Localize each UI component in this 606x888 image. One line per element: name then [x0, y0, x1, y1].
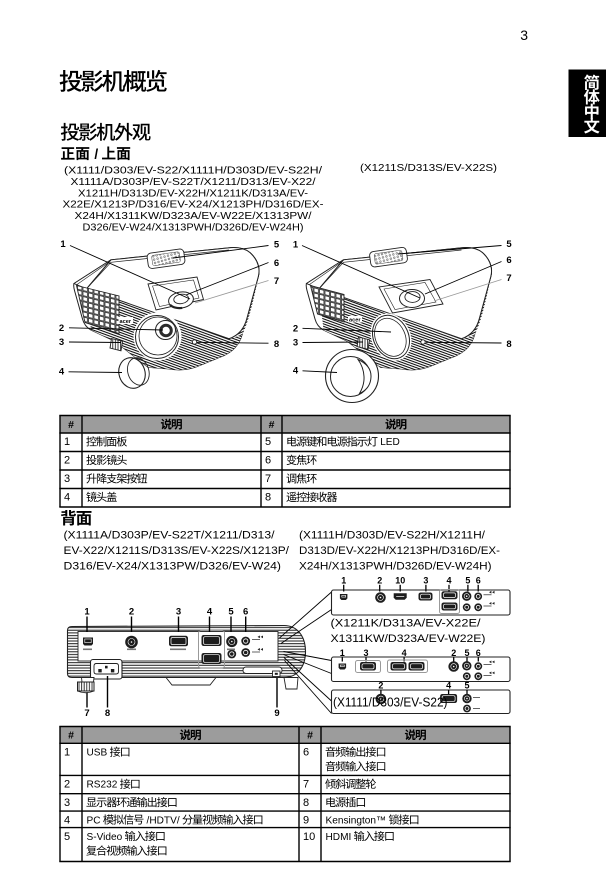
svg-text:4: 4 [64, 814, 70, 826]
svg-text:5: 5 [506, 239, 512, 250]
svg-text:8: 8 [506, 339, 511, 350]
svg-text:8: 8 [265, 492, 271, 504]
svg-text:4: 4 [402, 648, 407, 658]
svg-text:EV-X22/X1211S/D313S/EV-X22S/X1: EV-X22/X1211S/D313S/EV-X22S/X1213P/ [64, 545, 291, 557]
svg-text:1: 1 [64, 436, 70, 448]
svg-text:1: 1 [341, 576, 346, 586]
svg-text:10: 10 [303, 831, 315, 843]
svg-text:4: 4 [64, 492, 70, 504]
svg-text:1: 1 [84, 607, 90, 618]
svg-text:3: 3 [59, 337, 64, 348]
svg-text:RS232: RS232 [87, 780, 121, 791]
svg-text:3: 3 [176, 607, 181, 618]
svg-text:1: 1 [60, 239, 66, 250]
svg-text:(X1111H/D303D/EV-S22H/X1211H/: (X1111H/D303D/EV-S22H/X1211H/ [299, 530, 486, 542]
svg-text:X22E/X1213P/D316/EV-X24/X1213P: X22E/X1213P/D316/EV-X24/X1213PH/D316D/EX… [63, 200, 324, 211]
svg-text:3: 3 [64, 473, 70, 485]
svg-text:6: 6 [274, 258, 279, 269]
svg-text:USB: USB [87, 748, 111, 759]
svg-text:2: 2 [64, 455, 70, 467]
svg-text:6: 6 [265, 455, 271, 467]
svg-text:6: 6 [476, 576, 481, 586]
svg-text:(X1111/D303/EV-S22): (X1111/D303/EV-S22) [333, 696, 448, 710]
svg-text:1: 1 [293, 240, 299, 251]
svg-text:4: 4 [59, 367, 65, 378]
svg-text:2: 2 [451, 648, 456, 658]
svg-text:6: 6 [303, 747, 309, 759]
svg-text:#: # [269, 419, 275, 431]
svg-text:2: 2 [378, 681, 383, 691]
svg-text:2: 2 [377, 576, 382, 586]
svg-text:4: 4 [446, 681, 451, 691]
svg-text:5: 5 [274, 240, 280, 251]
svg-text:/HDTV/: /HDTV/ [144, 815, 183, 826]
svg-text:8: 8 [274, 339, 279, 350]
svg-text:(X1211S/D313S/EV-X22S): (X1211S/D313S/EV-X22S) [360, 163, 497, 174]
svg-text:D326/EV-W24/X1313PWH/D326D/EV-: D326/EV-W24/X1313PWH/D326D/EV-W24H) [83, 223, 304, 234]
svg-text:X1211H/D313D/EV-X22H/X1211K/D3: X1211H/D313D/EV-X22H/X1211K/D313A/EV- [78, 188, 308, 199]
svg-text:X1311KW/D323A/EV-W22E): X1311KW/D323A/EV-W22E) [331, 633, 486, 645]
svg-text:PC: PC [87, 815, 104, 826]
svg-text:acer: acer [120, 319, 132, 325]
svg-text:S-Video: S-Video [87, 832, 126, 843]
svg-text:acer: acer [349, 318, 361, 324]
svg-text:1: 1 [64, 747, 70, 759]
svg-text:3: 3 [293, 338, 298, 349]
svg-text:2: 2 [129, 607, 134, 618]
svg-text:#: # [307, 730, 313, 742]
svg-text:7: 7 [274, 276, 279, 287]
svg-text:3: 3 [520, 27, 528, 43]
svg-text:1: 1 [340, 648, 345, 658]
svg-text:5: 5 [228, 607, 234, 618]
svg-text:7: 7 [265, 473, 271, 485]
svg-text:4: 4 [293, 366, 299, 377]
svg-text:Kensington™: Kensington™ [326, 815, 389, 826]
svg-text:6: 6 [243, 607, 248, 618]
svg-text:(X1211K/D313A/EV-X22E/: (X1211K/D313A/EV-X22E/ [331, 618, 482, 630]
svg-text:8: 8 [105, 708, 110, 719]
svg-text:(X1111A/D303P/EV-S22T/X1211/D3: (X1111A/D303P/EV-S22T/X1211/D313/ [64, 530, 276, 542]
svg-text:(X1111/D303/EV-S22/X1111H/D303: (X1111/D303/EV-S22/X1111H/D303D/EV-S22H/ [64, 166, 322, 177]
svg-text:10: 10 [395, 576, 405, 586]
svg-text:X24H/X1313PWH/D326D/EV-W24H): X24H/X1313PWH/D326D/EV-W24H) [299, 561, 492, 573]
svg-text:LED: LED [377, 437, 399, 448]
svg-text:3: 3 [363, 648, 368, 658]
svg-text:3: 3 [423, 576, 428, 586]
svg-text:9: 9 [303, 814, 309, 826]
svg-text:3: 3 [64, 797, 70, 809]
svg-text:#: # [68, 419, 74, 431]
svg-text:5: 5 [464, 648, 469, 658]
svg-text:7: 7 [303, 779, 309, 791]
svg-text:5: 5 [464, 681, 469, 691]
svg-text:D316/EV-X24/X1313PW/D326/EV-W2: D316/EV-X24/X1313PW/D326/EV-W24) [64, 561, 282, 573]
svg-text:6: 6 [476, 648, 481, 658]
svg-text:HDMI: HDMI [326, 832, 355, 843]
svg-text:4: 4 [446, 576, 451, 586]
svg-text:/: / [91, 146, 102, 161]
svg-text:#: # [68, 730, 74, 742]
svg-text:X1111A/D303P/EV-S22T/X1211/D31: X1111A/D303P/EV-S22T/X1211/D313/EV-X22/ [71, 177, 316, 188]
svg-text:7: 7 [506, 273, 511, 284]
svg-text:4: 4 [207, 607, 213, 618]
svg-text:2: 2 [59, 323, 64, 334]
svg-text:5: 5 [64, 831, 70, 843]
svg-text:X24H/X1311KW/D323A/EV-W22E/X13: X24H/X1311KW/D323A/EV-W22E/X1313PW/ [75, 211, 312, 222]
svg-text:D313D/EV-X22H/X1213PH/D316D/EX: D313D/EV-X22H/X1213PH/D316D/EX- [299, 545, 500, 557]
svg-text:2: 2 [293, 324, 298, 335]
svg-text:2: 2 [64, 779, 70, 791]
svg-text:6: 6 [506, 255, 511, 266]
svg-text:5: 5 [465, 576, 470, 586]
svg-text:9: 9 [274, 708, 279, 719]
svg-text:8: 8 [303, 797, 309, 809]
svg-text:5: 5 [265, 436, 271, 448]
svg-text:7: 7 [84, 708, 89, 719]
